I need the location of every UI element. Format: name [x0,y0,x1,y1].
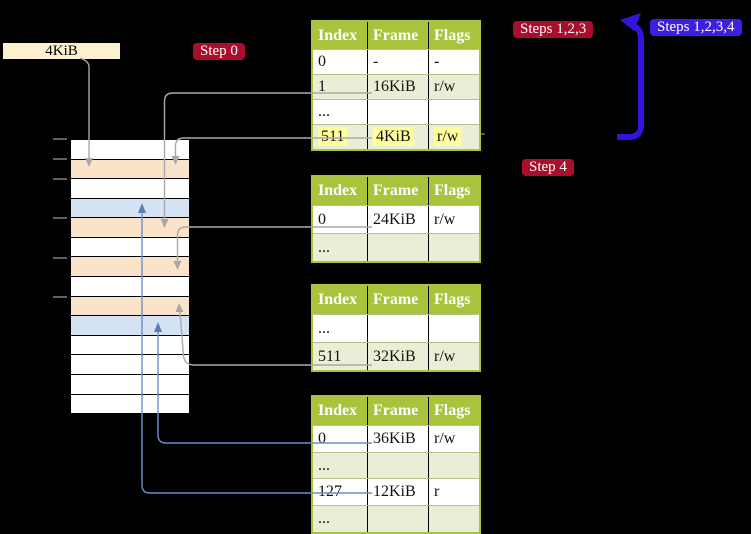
page-table-top-row-2: ... [313,99,479,124]
memory-row-12-white [71,373,189,394]
table-cell: r [428,479,479,506]
page-table-36kib-row-1: ... [313,451,479,479]
memory-row-0-white [71,140,189,159]
table-cell: 0 [318,53,326,70]
table-cell: r/w [428,426,479,452]
table-cell: 36KiB [367,426,428,452]
header-cell-flags: Flags [428,177,479,205]
memory-row-6-orange [71,256,189,277]
header-cell-frame: Frame [367,397,428,425]
memory-row-2-white [71,178,189,198]
table-cell: - [428,50,479,74]
physical-memory-column [70,139,190,414]
header-cell-index: Index [318,402,358,419]
highlighted-value: 511 [318,127,348,146]
badge-step-0: Step 0 [193,43,245,60]
table-cell: r/w [428,125,479,149]
table-cell: ... [318,456,330,474]
table-cell: 127 [318,483,342,501]
page-table-32kib-row-0: ... [313,314,479,342]
page-table-top-row-0: 0 -- [313,49,479,74]
memory-row-1-orange [71,158,189,179]
memory-row-3-blue [71,197,189,218]
table-cell: ... [318,103,330,120]
badge-steps-1-2-3: Steps 1,2,3 [513,21,594,38]
table-cell [428,506,479,532]
memory-row-13-white [71,393,189,414]
header-cell-flags: Flags [428,286,479,314]
tick-2 [53,177,67,180]
page-table-top-row-3: 511 4KiB r/w [313,124,479,149]
header-cell-index: Index [318,291,358,308]
tick-1 [53,158,67,160]
page-table-36kib-row-3: ... [313,505,479,532]
page-table-24kib-row-1: ... [313,233,479,261]
table-cell [367,315,428,342]
table-cell [367,100,428,124]
table-cell: 32KiB [367,343,428,370]
header-cell-index: Index [318,27,358,44]
table-cell: ... [318,239,330,256]
table-cell: ... [318,510,330,528]
tick-5 [53,296,67,298]
table-cell: r/w [428,343,479,370]
header-cell-flags: Flags [428,22,479,49]
memory-row-5-white [71,236,189,257]
table-cell: ... [318,320,330,337]
memory-row-10-white [71,334,189,355]
table-cell [428,100,479,124]
table-cell: 1 [318,78,326,95]
header-cell-frame: Frame [367,286,428,314]
memory-row-8-orange [71,295,189,316]
header-cell-frame: Frame [367,22,428,49]
table-cell: 511 [318,348,342,365]
memory-row-9-blue [71,315,189,335]
page-size-label: 4KiB [3,43,120,59]
tick-4 [53,256,67,259]
table-cell: - [367,50,428,74]
header-cell-flags: Flags [428,397,479,425]
tick-0 [53,138,67,140]
table-cell: 12KiB [367,479,428,506]
table-cell [428,315,479,342]
table-cell [428,234,479,261]
table-cell: 511 [313,125,367,149]
memory-row-4-orange [71,217,189,237]
highlighted-value: r/w [434,127,462,146]
badge-step-4: Step 4 [522,159,574,176]
highlighted-value: 4KiB [373,127,414,146]
header-cell-index: Index [318,182,358,199]
badge-steps-1-2-3-4: Steps 1,2,3,4 [650,19,742,36]
memory-row-7-white [71,276,189,296]
table-cell: 24KiB [367,206,428,233]
memory-row-11-white [71,354,189,374]
table-cell [367,452,428,479]
table-cell [428,452,479,479]
table-cell: 4KiB [367,125,428,149]
table-cell: 16KiB [367,75,428,99]
table-cell [367,506,428,532]
table-cell: r/w [428,75,479,99]
table-cell: 0 [318,430,326,447]
table-cell [367,234,428,261]
table-cell: r/w [428,206,479,233]
arrow-steps-cycle [617,13,644,140]
header-cell-frame: Frame [367,177,428,205]
tick-3 [53,217,67,219]
table-cell: 0 [318,211,326,228]
table-edge-dash [481,133,485,135]
